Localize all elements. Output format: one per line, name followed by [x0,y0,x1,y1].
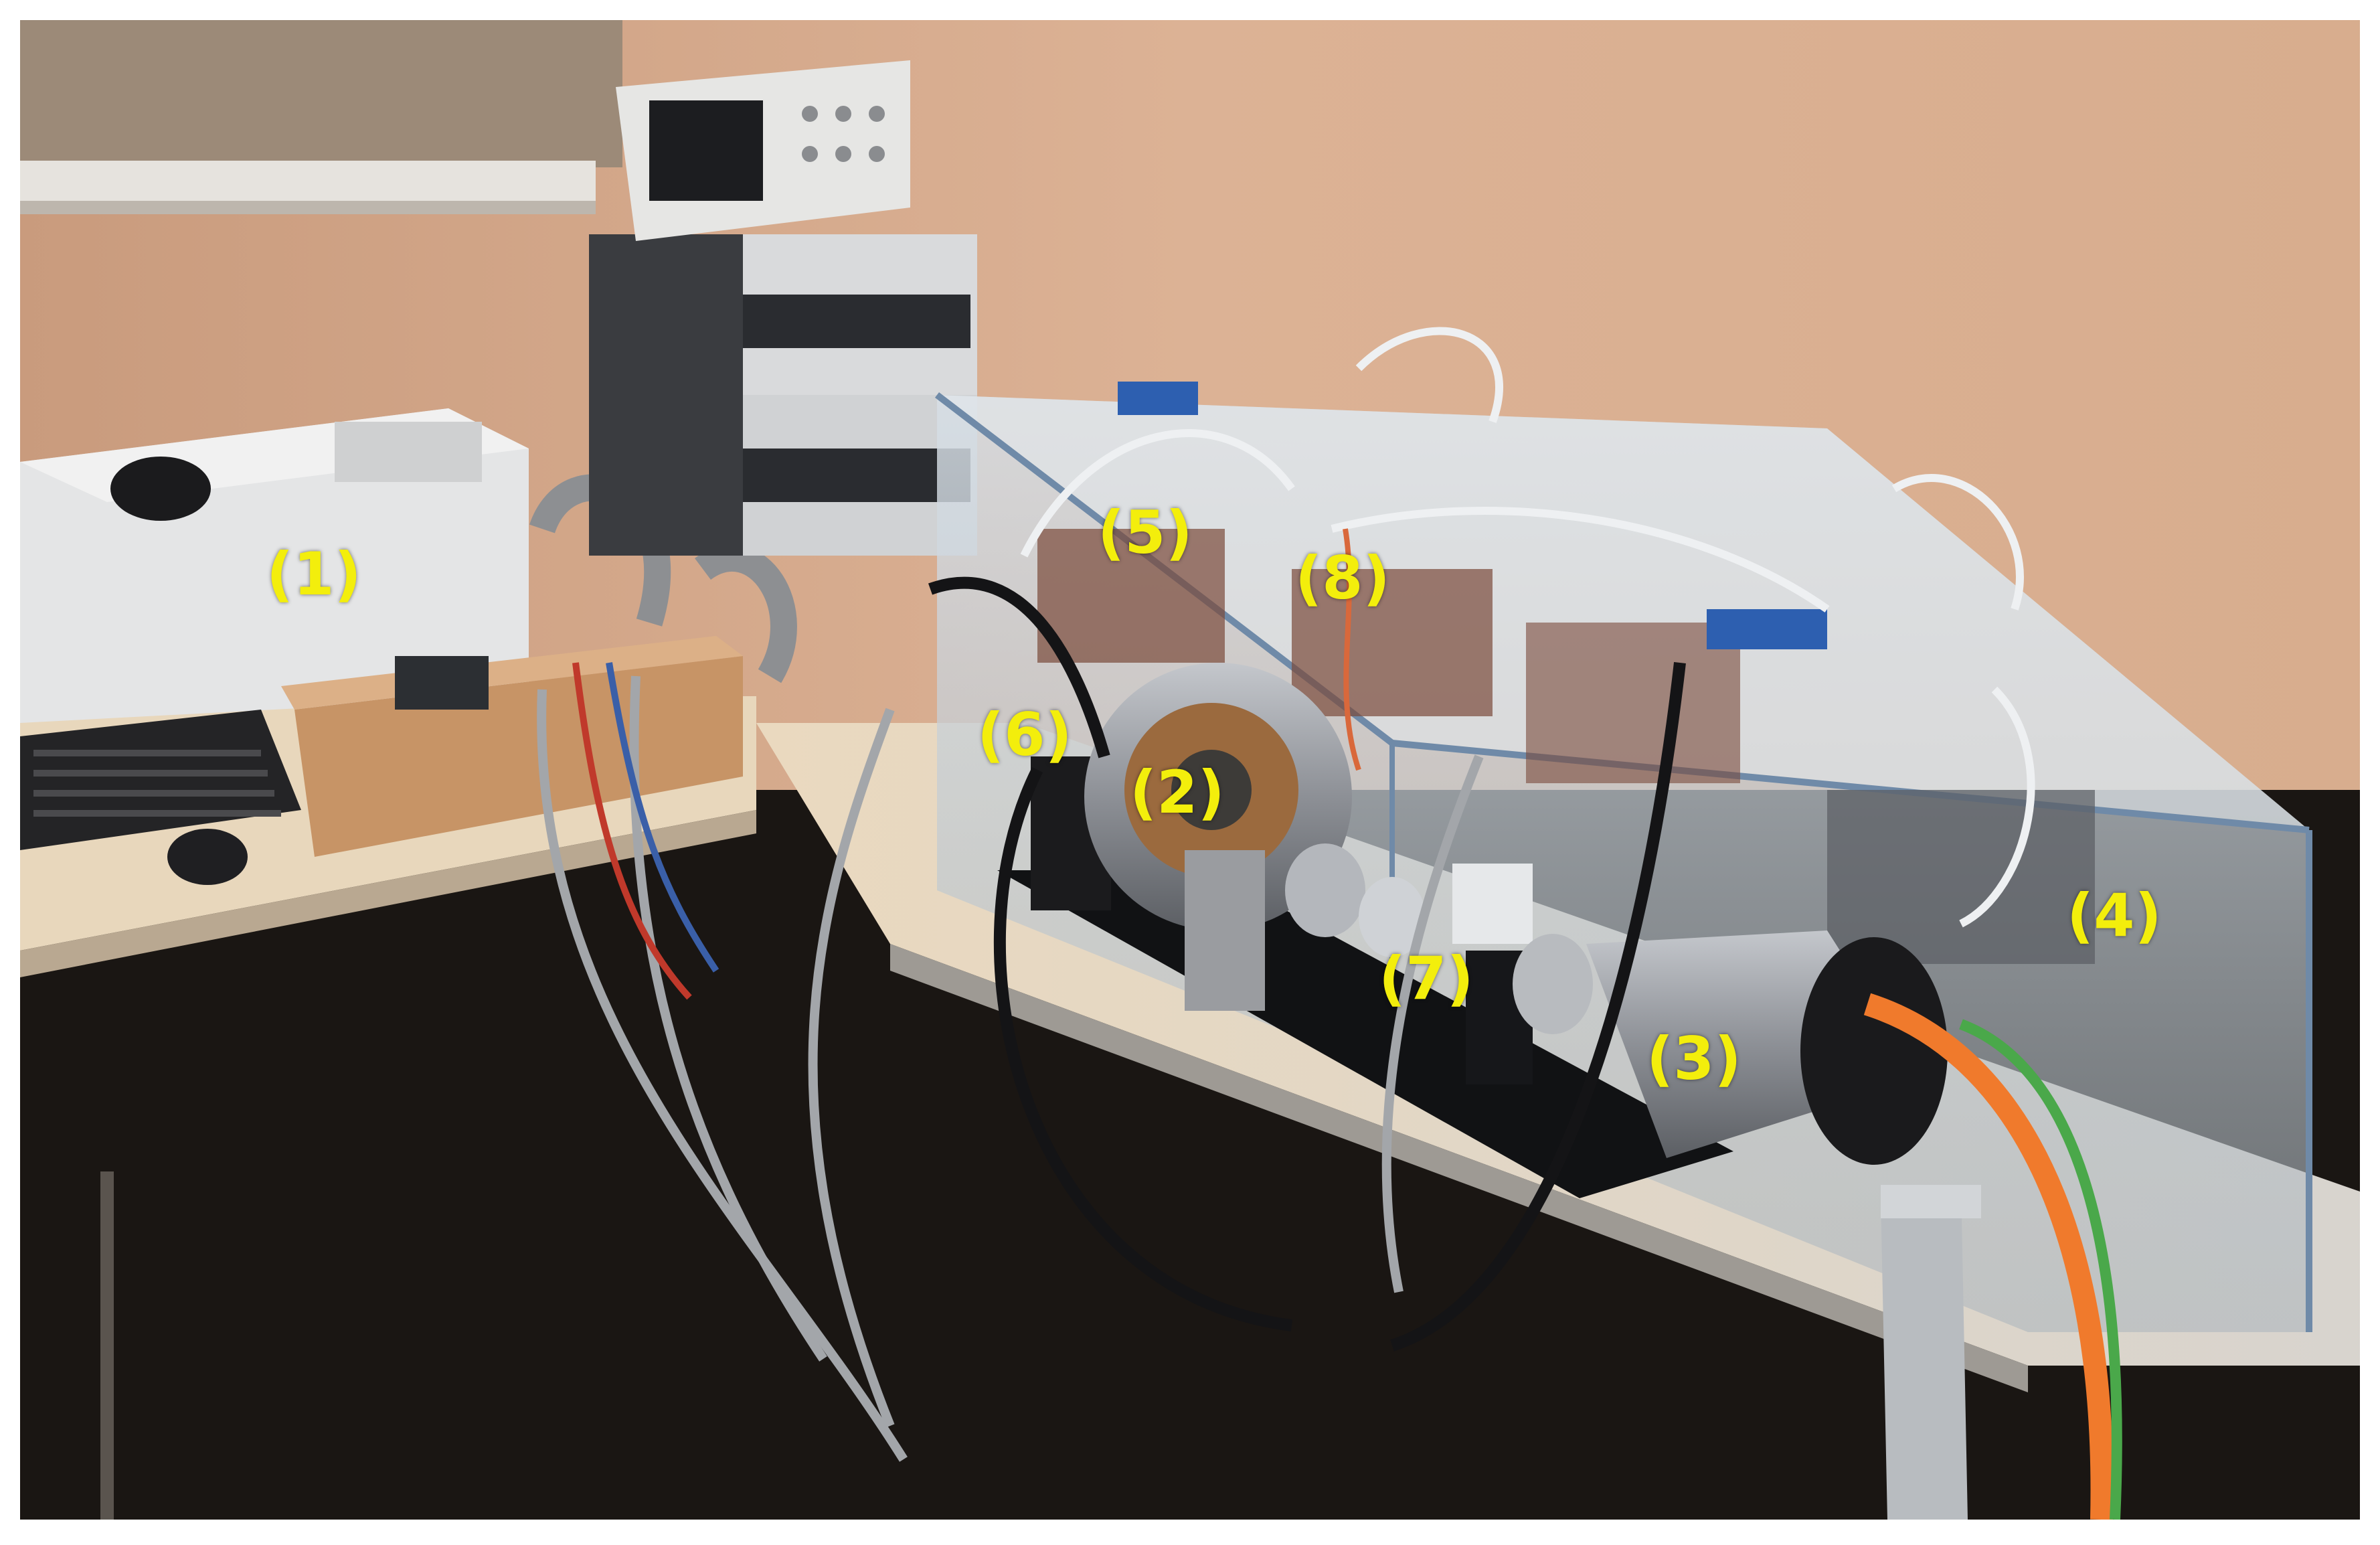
motor-2 [1031,663,1352,1011]
terminal-blocks [1118,382,1827,649]
label-5: (5) [1098,498,1193,567]
label-3: (3) [1646,1024,1741,1093]
white-cables [1020,327,2035,928]
oscilloscope [616,60,910,241]
label-1: (1) [266,540,361,608]
torque-sensor-7 [1285,843,1593,1084]
motor-3 [1586,930,1948,1165]
lab-test-bench-photo [20,20,2360,1520]
black-cables [928,576,1686,1352]
mouse-on-case [110,457,211,521]
label-8: (8) [1295,544,1390,613]
copper-wires [1343,528,1361,771]
mouse [167,829,248,885]
window [20,20,622,167]
label-6: (6) [977,700,1072,769]
bench-base [997,870,1733,1198]
grey-cables [537,675,1484,1462]
label-4: (4) [2067,881,2162,950]
photo-frame: (1) (2) (3) (4) (5) (6) (7) (8) [20,20,2360,1520]
power-supplies [589,234,977,556]
label-7: (7) [1379,944,1474,1013]
aluminum-frame [1881,1185,1981,1520]
label-2: (2) [1130,758,1225,827]
orange-cable [1863,993,2114,1520]
colored-wires [572,662,719,1000]
green-cable [1959,1019,2122,1520]
circuit-boards [1037,529,2095,964]
computer-case [20,408,529,723]
